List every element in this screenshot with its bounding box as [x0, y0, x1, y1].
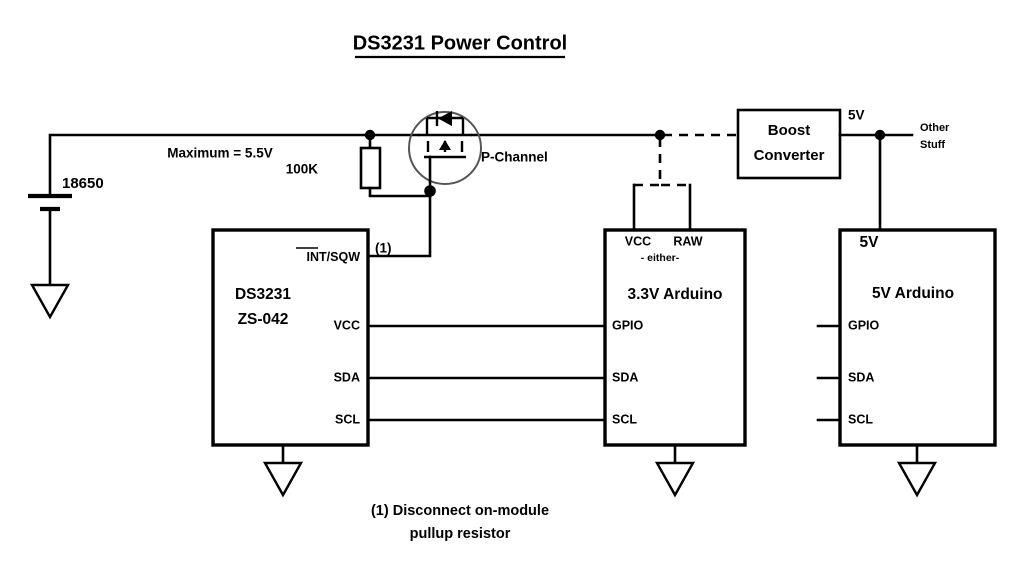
arduino-5v-pin-scl-label: SCL: [848, 412, 873, 426]
other-stuff-line2: Stuff: [920, 139, 945, 151]
resistor-value-label: 100K: [286, 162, 319, 177]
ds3231-body: [211, 228, 370, 447]
arduino-5v-title: 5V Arduino: [872, 285, 954, 302]
resistor-body: [359, 146, 382, 190]
battery-label: 18650: [62, 175, 104, 192]
arduino-33v-body: [603, 228, 747, 447]
ds3231-pin-vcc-label: VCC: [334, 318, 360, 332]
ground-symbol-ds3231: [262, 461, 304, 498]
arduino-33v-pin-raw-label: RAW: [673, 234, 702, 248]
p-channel-mosfet-icon: P-Channel: [408, 111, 548, 198]
ds3231-pin-intsqw: INT/SQW: [296, 247, 361, 264]
resistor-bottom-lead: [368, 186, 432, 198]
boost-converter-line1: Boost: [768, 122, 811, 139]
arduino-5v-pin-gpio-label: GPIO: [848, 318, 880, 332]
other-stuff-line1: Other: [920, 122, 950, 134]
arduino-33v-pin-sda-label: SDA: [612, 370, 638, 384]
footnote-marker-gate: (1): [375, 241, 392, 256]
i2c-bus-wires: [366, 324, 607, 422]
boost-converter-body: [736, 108, 842, 180]
main-5v-rail: [368, 129, 738, 141]
arduino-33v-title: 3.3V Arduino: [627, 286, 722, 303]
arduino-33v-supply-note: - either-: [641, 252, 680, 264]
junction-dot-arduino-supply: [654, 129, 666, 141]
battery-18650: 18650: [28, 133, 372, 320]
arduino-5v-rail-label: 5V: [860, 234, 880, 251]
footnote-line1: (1) Disconnect on-module: [371, 503, 549, 519]
arduino-33v-pin-vcc-label: VCC: [625, 234, 651, 248]
gate-drive-net: (1): [366, 185, 436, 258]
ground-symbol-arduino-5v: [896, 461, 938, 498]
boost-converter-line2: Converter: [754, 147, 825, 164]
mosfet-bulk-arrow: [439, 140, 451, 150]
dashed-supply-drop: [658, 138, 690, 187]
ds3231-name-line1: DS3231: [235, 286, 291, 303]
other-stuff-branch: Other Stuff: [874, 122, 950, 232]
battery-positive-wire: [48, 133, 372, 198]
arduino-33v-block: VCC RAW - either- 3.3V Arduino GPIO SDA …: [603, 138, 747, 498]
boost-converter-block: Boost Converter 5V: [736, 108, 882, 180]
arduino-33v-pin-gpio-label: GPIO: [612, 318, 644, 332]
pullup-resistor-100k: 100K: [286, 129, 432, 198]
arduino-5v-body: [838, 228, 997, 447]
intsqw-sqw-text: /SQW: [327, 250, 361, 264]
mosfet-envelope-circle: [408, 111, 482, 185]
arduino-5v-pin-sda-label: SDA: [848, 370, 874, 384]
footnote-block: (1) Disconnect on-module pullup resistor: [371, 503, 549, 542]
footnote-line2: pullup resistor: [410, 526, 511, 542]
mosfet-body-diode-triangle: [438, 111, 452, 126]
svg-text:INT/SQW: INT/SQW: [307, 250, 361, 264]
arduino-5v-block: 5V 5V Arduino GPIO SDA SCL: [816, 228, 997, 498]
ds3231-pin-scl-label: SCL: [335, 412, 360, 426]
arduino-33v-pin-scl-label: SCL: [612, 412, 637, 426]
ds3231-name-line2: ZS-042: [238, 311, 289, 328]
ground-symbol-arduino-33v: [654, 461, 696, 498]
intsqw-int-text: INT: [307, 250, 328, 264]
page-title: DS3231 Power Control: [353, 32, 568, 54]
ground-symbol-battery: [29, 283, 71, 320]
rail-max-voltage-label: Maximum = 5.5V: [167, 146, 272, 161]
mosfet-label: P-Channel: [481, 150, 548, 165]
ds3231-module-block: DS3231 ZS-042 INT/SQW VCC SDA SCL: [211, 228, 370, 498]
ds3231-pin-sda-label: SDA: [334, 370, 360, 384]
boost-output-voltage-label: 5V: [848, 108, 865, 123]
gate-to-intsqw-wire: [366, 189, 432, 258]
